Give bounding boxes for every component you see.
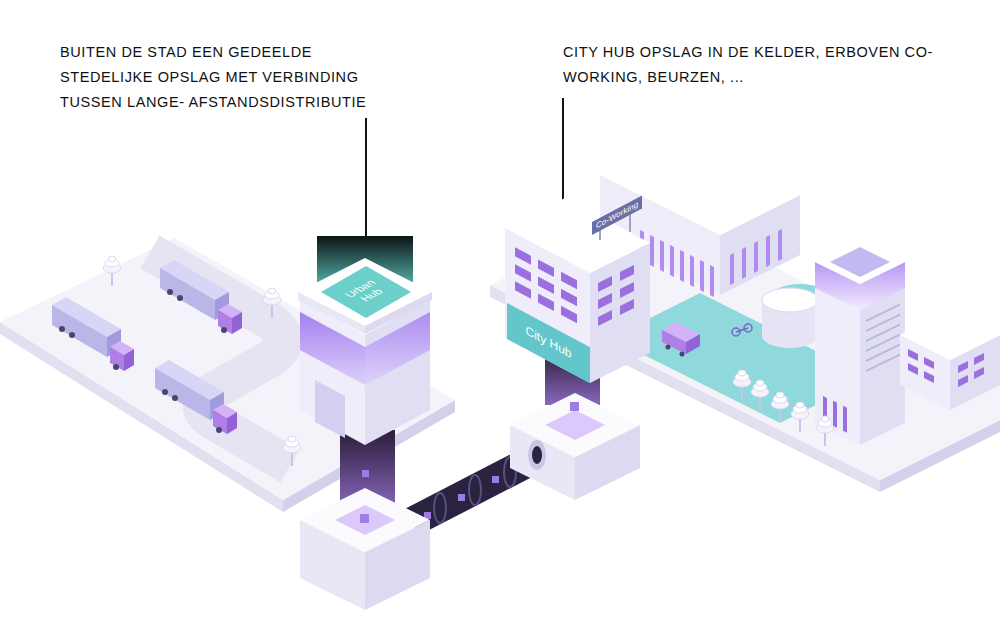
trees-right <box>733 370 834 446</box>
small-building <box>900 310 1000 410</box>
right-underground-box <box>510 393 640 500</box>
round-building <box>762 288 818 348</box>
left-platform <box>0 238 455 512</box>
bike <box>732 324 752 336</box>
callout-text: BUITEN DE STAD EEN GEDEELDE STEDELIJKE O… <box>60 40 380 115</box>
co-working-building <box>505 198 650 383</box>
tunnel-rings <box>434 457 516 523</box>
tower <box>815 240 905 445</box>
urban-hub-building <box>298 236 432 445</box>
van <box>662 322 700 357</box>
trucks <box>52 260 242 434</box>
leader-line <box>365 118 367 236</box>
lower-underground-box <box>300 488 430 610</box>
office-building <box>600 135 800 297</box>
callout-text: CITY HUB OPSLAG IN DE KELDER, ERBOVEN CO… <box>563 40 935 90</box>
leader-line <box>562 98 564 216</box>
node-text: Urban Hub <box>335 274 397 310</box>
